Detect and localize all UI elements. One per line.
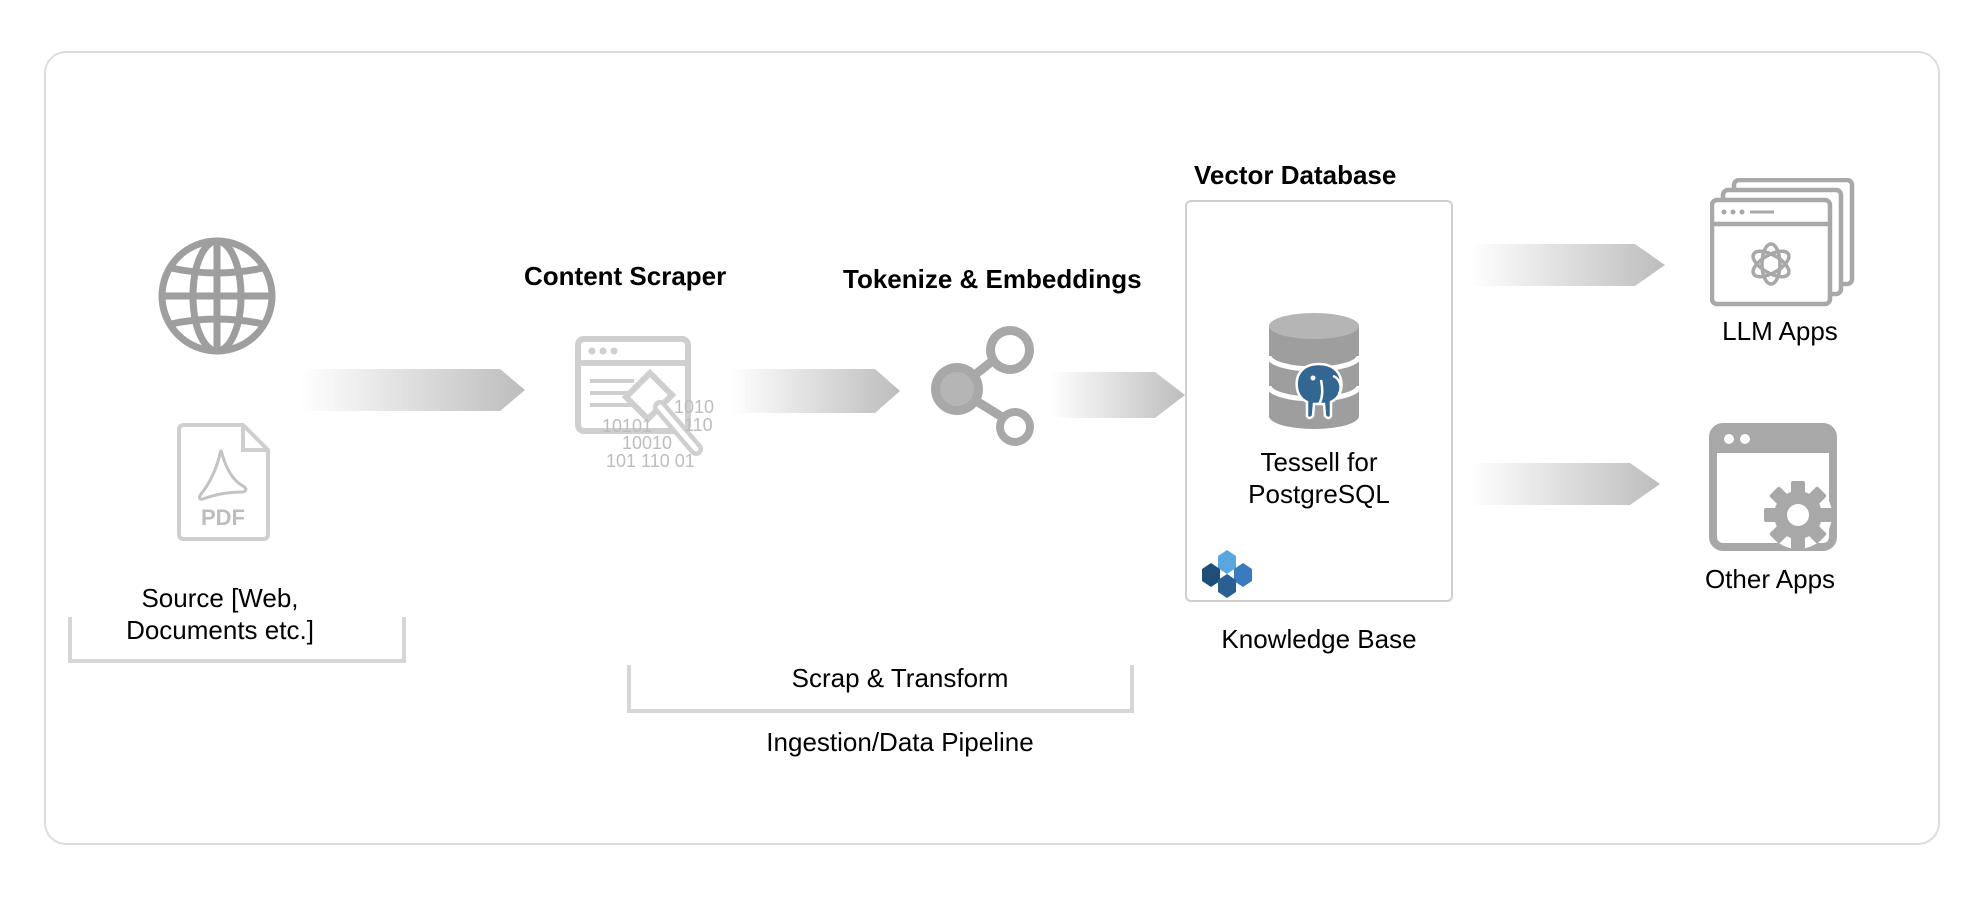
globe-icon <box>157 236 277 356</box>
db-product-line1: Tessell for <box>1260 447 1378 477</box>
vector-db-title: Vector Database <box>1194 160 1397 190</box>
settings-app-icon <box>1709 423 1841 555</box>
scraper-icon: 1010 10101 110 10010 101 110 01 <box>574 335 734 475</box>
pdf-icon: PDF <box>173 422 273 542</box>
pipeline-bracket-label: Scrap & Transform <box>791 663 1009 693</box>
source-bracket <box>68 617 408 665</box>
binary-text-1: 1010 <box>674 397 714 417</box>
scraper-title: Content Scraper <box>524 261 727 291</box>
embeddings-title: Tokenize & Embeddings <box>843 264 1142 294</box>
db-product-line2: PostgreSQL <box>1248 479 1390 509</box>
llm-app-window-icon <box>1710 178 1855 308</box>
arrow-db-to-other <box>1470 463 1660 505</box>
pdf-icon-text: PDF <box>201 505 245 530</box>
arrow-embeddings-to-db <box>1050 372 1185 418</box>
arrow-db-to-llm <box>1470 244 1665 286</box>
binary-text-3: 110 <box>684 415 713 435</box>
pipeline-bracket <box>626 665 1136 715</box>
binary-text-4: 10010 <box>622 433 672 453</box>
source-label: Source [Web, Documents etc.] <box>126 583 314 645</box>
share-nodes-icon <box>923 322 1043 452</box>
db-caption: Knowledge Base <box>1221 624 1417 654</box>
tessell-logo-icon <box>1202 548 1252 598</box>
llm-apps-label: LLM Apps <box>1722 316 1838 346</box>
arrow-source-to-scraper <box>300 369 525 411</box>
binary-text-2: 10101 <box>602 416 652 436</box>
arrow-scraper-to-embeddings <box>730 369 900 413</box>
other-apps-label: Other Apps <box>1704 564 1836 594</box>
pipeline-caption: Ingestion/Data Pipeline <box>766 727 1034 757</box>
binary-text-5: 101 110 01 <box>606 451 695 471</box>
postgres-elephant-icon <box>1289 360 1349 422</box>
